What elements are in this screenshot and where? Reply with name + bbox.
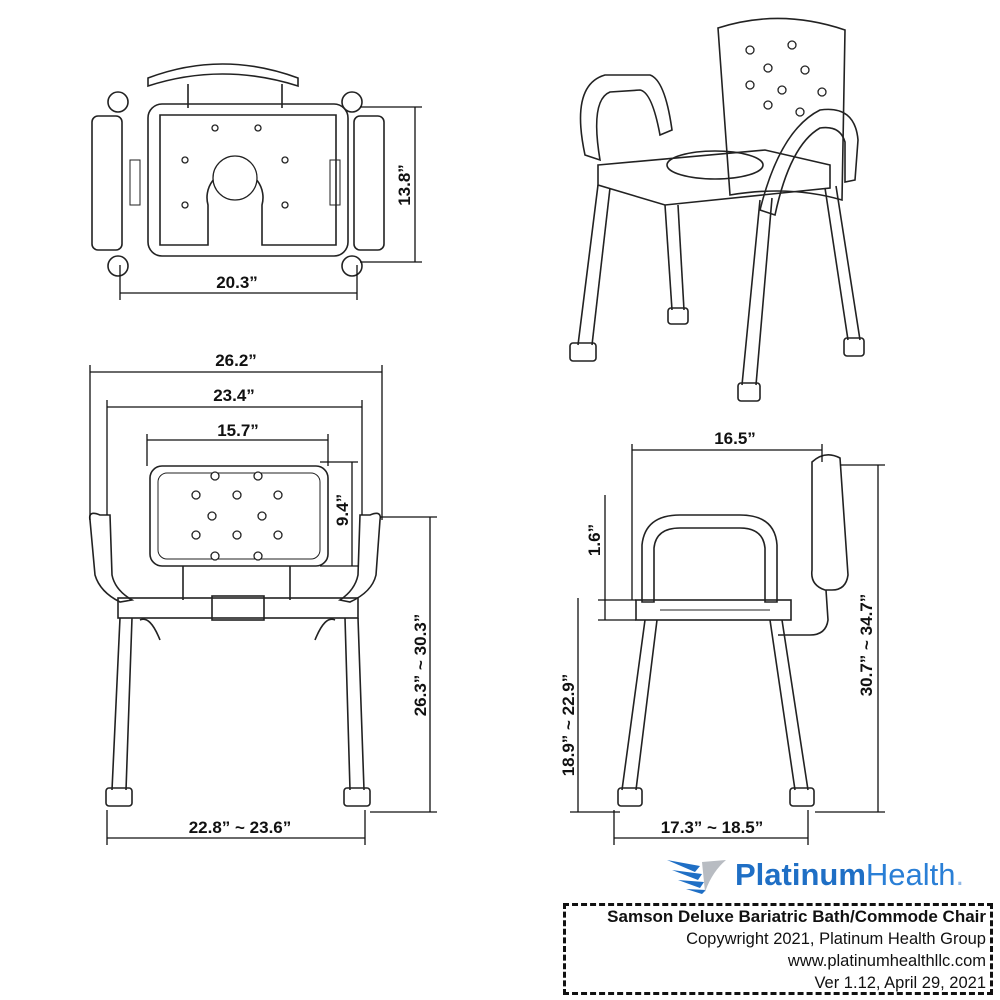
- logo-text-light: Health: [865, 857, 956, 892]
- dimension-seat-thickness: 1.6”: [585, 495, 636, 621]
- dimension-arm-height: 26.3” ~ 30.3”: [370, 516, 437, 813]
- dimension-overall-height: 30.7” ~ 34.7”: [815, 464, 885, 813]
- dim-label-side-depth: 16.5”: [714, 429, 756, 448]
- top-view: [91, 63, 385, 277]
- dimension-front-overall-width: 26.2”: [89, 351, 383, 520]
- dimension-top-width: 20.3”: [119, 265, 358, 300]
- dimension-backrest-width: 15.7”: [146, 421, 329, 466]
- dimension-backrest-height: 9.4”: [320, 461, 358, 567]
- product-name: Samson Deluxe Bariatric Bath/Commode Cha…: [607, 907, 986, 926]
- logo-dot: .: [955, 857, 965, 892]
- dim-label-seat-height: 18.9” ~ 22.9”: [559, 674, 578, 777]
- perspective-view: [569, 17, 865, 402]
- backrest-holes: [191, 471, 283, 561]
- dim-label-backrest-height: 9.4”: [333, 494, 352, 526]
- dimension-side-depth: 16.5”: [631, 429, 823, 600]
- dim-label-overall-height: 30.7” ~ 34.7”: [857, 594, 876, 697]
- copyright-text: Copywright 2021, Platinum Health Group: [686, 930, 986, 948]
- dimension-front-inner-width: 23.4”: [106, 386, 363, 515]
- website-text: www.platinumhealthllc.com: [787, 952, 986, 970]
- dim-label-base-width: 22.8” ~ 23.6”: [189, 818, 292, 837]
- wing-icon: [667, 860, 726, 894]
- dim-label-arm-height: 26.3” ~ 30.3”: [411, 614, 430, 717]
- side-view: [617, 454, 849, 807]
- dim-label-seat-thickness: 1.6”: [585, 524, 604, 556]
- dimension-side-base-depth: 17.3” ~ 18.5”: [613, 810, 809, 845]
- dimension-seat-height: 18.9” ~ 22.9”: [559, 598, 620, 813]
- dim-label-front-overall-width: 26.2”: [215, 351, 257, 370]
- logo-text-bold: Platinum: [735, 857, 866, 892]
- dim-label-backrest-width: 15.7”: [217, 421, 259, 440]
- dim-label-front-inner-width: 23.4”: [213, 386, 255, 405]
- dim-label-top-depth: 13.8”: [395, 164, 414, 206]
- title-block: Samson Deluxe Bariatric Bath/Commode Cha…: [563, 903, 993, 995]
- dimension-base-width: 22.8” ~ 23.6”: [106, 810, 366, 845]
- dim-label-side-base-depth: 17.3” ~ 18.5”: [661, 818, 764, 837]
- version-text: Ver 1.12, April 29, 2021: [814, 974, 986, 992]
- dimension-top-depth: 13.8”: [360, 106, 422, 263]
- dim-label-top-width: 20.3”: [216, 273, 258, 292]
- front-view: [88, 465, 382, 807]
